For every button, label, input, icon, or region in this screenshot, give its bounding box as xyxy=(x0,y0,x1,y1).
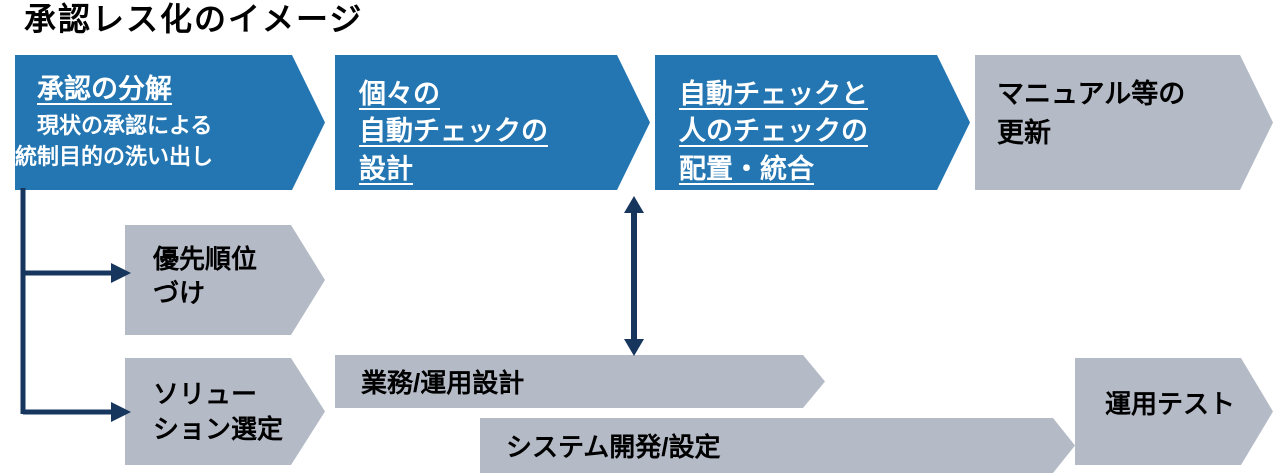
branch-label: ソリュー ション選定 xyxy=(153,379,284,444)
branch-solution-selection: ソリュー ション選定 xyxy=(125,358,325,465)
branch-prioritization: 優先順位 づけ xyxy=(125,225,325,335)
double-arrow-connector xyxy=(624,196,644,356)
right-arrowhead-icon xyxy=(111,402,131,422)
step-individual-auto-check-design: 個々の 自動チェックの 設計 xyxy=(335,55,650,190)
track-label: 業務/運用設計 xyxy=(361,368,525,398)
step-manual-update: マニュアル等の 更新 xyxy=(975,55,1273,190)
step-heading: 個々の 自動チェックの 設計 xyxy=(359,79,548,184)
branch-connector xyxy=(20,188,131,422)
diagram-title: 承認レス化のイメージ xyxy=(24,1,364,37)
track-operation-test: 運用テスト xyxy=(1075,358,1273,465)
step-heading: マニュアル等の 更新 xyxy=(997,79,1186,149)
step-heading: 承認の分解 xyxy=(37,74,172,104)
step-subtext: 現状の承認による 統制目的の洗い出し xyxy=(15,113,214,169)
step-approval-decomposition: 承認の分解 現状の承認による 統制目的の洗い出し xyxy=(15,55,325,190)
down-arrowhead-icon xyxy=(624,339,644,356)
track-system-development-setup: システム開発/設定 xyxy=(480,418,1075,473)
branch-label: 優先順位 づけ xyxy=(153,243,258,308)
step-heading: 自動チェックと 人のチェックの 配置・統合 xyxy=(679,79,868,184)
track-label: システム開発/設定 xyxy=(506,432,721,462)
right-arrowhead-icon xyxy=(111,263,131,283)
track-business-operation-design: 業務/運用設計 xyxy=(335,355,825,408)
track-label: 運用テスト xyxy=(1105,389,1236,419)
up-arrowhead-icon xyxy=(624,196,644,213)
step-auto-human-check-integration: 自動チェックと 人のチェックの 配置・統合 xyxy=(655,55,970,190)
